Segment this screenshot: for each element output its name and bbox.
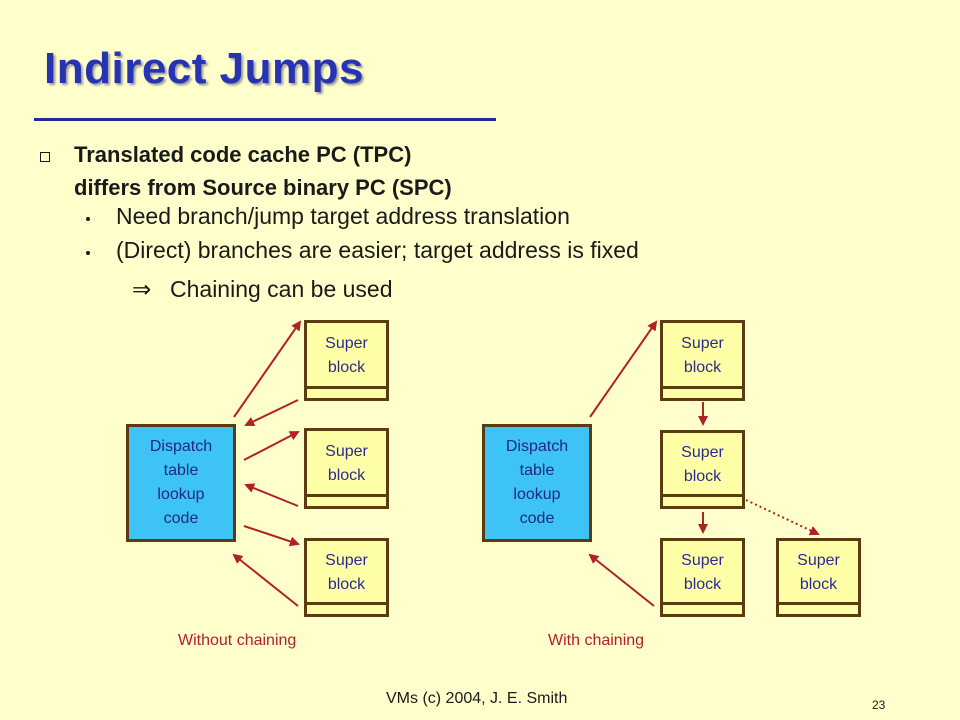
arrow-superblock-r3-to-dispatch bbox=[588, 553, 655, 607]
superblock-label-line: Super bbox=[325, 442, 368, 460]
sub-bullet-text: Need branch/jump target address translat… bbox=[116, 203, 570, 229]
superblock-exit-stub bbox=[776, 602, 861, 617]
dot-bullet-icon bbox=[86, 251, 90, 255]
implication-line: ⇒ Chaining can be used bbox=[132, 276, 393, 303]
arrow-dispatch-to-superblock-2 bbox=[243, 431, 300, 461]
superblock-label-line: Super bbox=[681, 334, 724, 352]
superblock-exit-stub bbox=[304, 386, 389, 401]
dispatch-label-line: code bbox=[163, 510, 199, 527]
square-bullet-icon bbox=[40, 152, 50, 162]
superblock-label-line: Super bbox=[325, 334, 368, 352]
dispatch-box-right: Dispatch table lookup code bbox=[482, 424, 592, 542]
dispatch-label-line: table bbox=[163, 462, 199, 479]
slide-footer: VMs (c) 2004, J. E. Smith bbox=[386, 690, 568, 707]
superblock-label-line: block bbox=[327, 358, 366, 376]
dispatch-box-left: Dispatch table lookup code bbox=[126, 424, 236, 542]
arrow-superblock-1-to-dispatch bbox=[244, 399, 299, 427]
superblock-right-2: Super block bbox=[660, 430, 745, 496]
superblock-exit-stub bbox=[660, 386, 745, 401]
main-bullet-text: Translated code cache PC (TPC) differs f… bbox=[74, 138, 452, 204]
arrow-dispatch-to-superblock-1 bbox=[233, 320, 302, 418]
dispatch-label-line: Dispatch bbox=[505, 438, 569, 455]
dispatch-label-line: code bbox=[519, 510, 555, 527]
superblock-label-line: Super bbox=[325, 551, 368, 569]
superblock-right-3: Super block bbox=[660, 538, 745, 604]
implication-text: Chaining can be used bbox=[170, 276, 393, 302]
dispatch-label-line: table bbox=[519, 462, 555, 479]
title-underline bbox=[34, 118, 496, 121]
superblock-label-line: block bbox=[683, 575, 722, 593]
superblock-exit-stub bbox=[660, 602, 745, 617]
superblock-label-line: block bbox=[327, 466, 366, 484]
superblock-label-line: Super bbox=[681, 551, 724, 569]
caption-with-chaining: With chaining bbox=[548, 632, 645, 649]
arrow-dispatch-to-superblock-r1 bbox=[589, 320, 658, 418]
superblock-exit-stub bbox=[660, 494, 745, 509]
page-number: 23 bbox=[872, 698, 886, 712]
superblock-label-line: block bbox=[799, 575, 838, 593]
slide-title: Indirect Jumps bbox=[44, 44, 364, 93]
arrow-chain-r2-to-r4 bbox=[745, 499, 820, 536]
implies-arrow-icon: ⇒ bbox=[132, 276, 152, 302]
dot-bullet-icon bbox=[86, 217, 90, 221]
caption-without-chaining: Without chaining bbox=[178, 632, 297, 649]
superblock-exit-stub bbox=[304, 602, 389, 617]
main-bullet-line-1: Translated code cache PC (TPC) bbox=[74, 142, 412, 167]
superblock-left-3: Super block bbox=[304, 538, 389, 604]
superblock-label-line: block bbox=[683, 358, 722, 376]
arrow-superblock-2-to-dispatch bbox=[244, 483, 299, 507]
superblock-label-line: Super bbox=[681, 443, 724, 461]
main-bullet-line-2: differs from Source binary PC (SPC) bbox=[74, 175, 452, 200]
superblock-left-1: Super block bbox=[304, 320, 389, 388]
superblock-exit-stub bbox=[304, 494, 389, 509]
superblock-right-4: Super block bbox=[776, 538, 861, 604]
arrow-dispatch-to-superblock-3 bbox=[243, 525, 300, 547]
dispatch-label-line: lookup bbox=[513, 486, 561, 503]
sub-bullet-text: (Direct) branches are easier; target add… bbox=[116, 237, 639, 263]
superblock-label-line: block bbox=[327, 575, 366, 593]
dispatch-label-line: lookup bbox=[157, 486, 205, 503]
superblock-label-line: Super bbox=[797, 551, 840, 569]
superblock-left-2: Super block bbox=[304, 428, 389, 496]
arrow-superblock-3-to-dispatch bbox=[232, 553, 299, 607]
dispatch-label-line: Dispatch bbox=[149, 438, 213, 455]
superblock-right-1: Super block bbox=[660, 320, 745, 388]
superblock-label-line: block bbox=[683, 467, 722, 485]
